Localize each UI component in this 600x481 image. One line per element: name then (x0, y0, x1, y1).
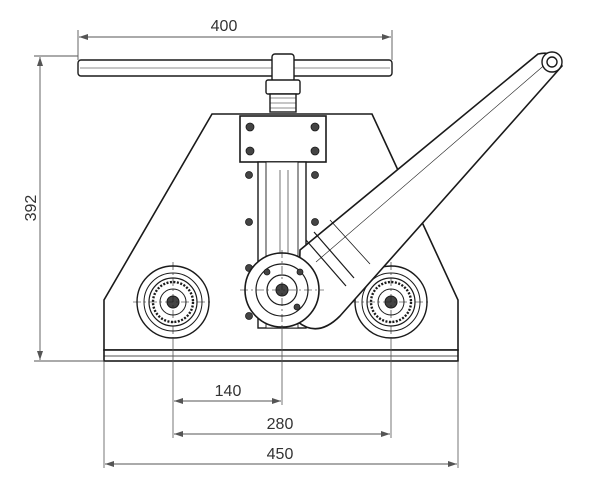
dimension-top-width-label: 400 (211, 18, 238, 35)
bottom-extension-lines (103, 327, 459, 468)
dimension-height (34, 55, 104, 362)
dimension-roller-spacing-label: 280 (267, 416, 294, 433)
dimension-base-width-label: 450 (267, 446, 294, 463)
center-roller (240, 250, 324, 330)
crank-lever (297, 52, 563, 330)
clamp-block (239, 115, 327, 163)
right-roller (351, 262, 431, 342)
dimension-top-width (77, 30, 393, 60)
dimension-roller-offset-label: 140 (215, 383, 242, 400)
t-handle (77, 53, 393, 113)
dimension-height-label: 392 (23, 195, 40, 222)
left-roller (133, 262, 213, 342)
lever-pivot-knob (541, 51, 563, 73)
